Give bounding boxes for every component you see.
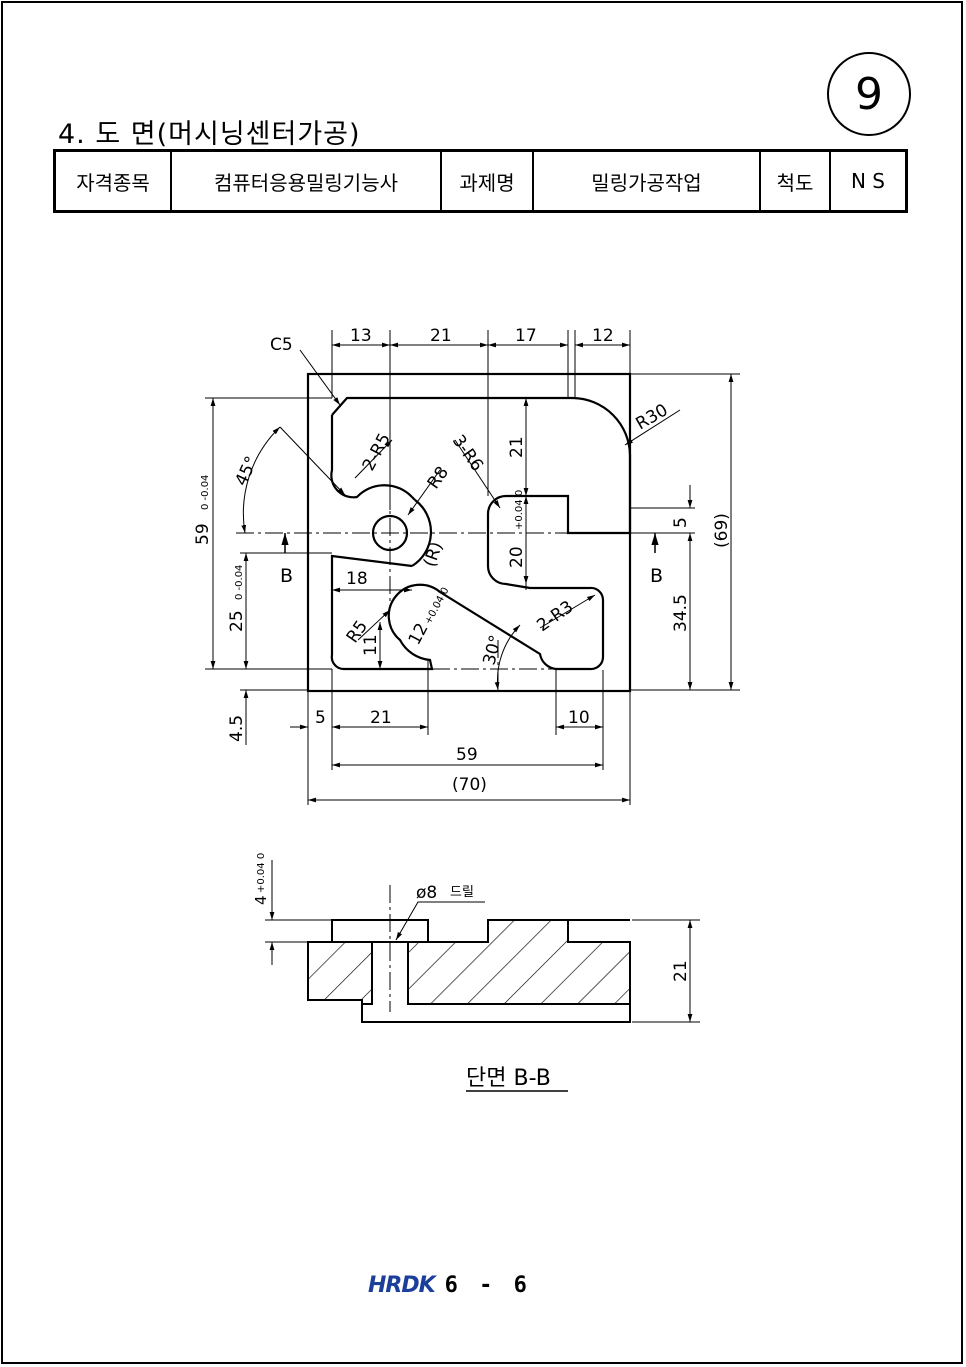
radius-3r6: 3-R6 [448,431,487,475]
upper-pocket-profile [331,396,632,535]
dimension-lines [210,342,734,803]
dim-top-2: 21 [430,326,452,346]
tol-20: +0.04 0 [514,490,525,530]
tolerance-labels: 0 -0.04 0 -0.04 +0.04 0 +0.04 0 [200,475,525,627]
scale-label: 척도 [759,149,831,213]
dim-5-bottom: 5 [315,708,326,728]
dim-59-bottom: 59 [456,745,478,765]
top-view-labels: C5 13 21 17 12 2-R5 R8 3-R6 R30 (R) R5 2… [193,326,732,795]
radius-2r3: 2-R3 [533,597,577,636]
chamfer-label: C5 [270,335,293,355]
lower-pocket-profile [330,533,605,671]
center-lines [236,460,655,690]
tol-25: 0 -0.04 [234,565,245,600]
dim-21-vertical: 21 [507,436,527,458]
dim-top-1: 13 [350,326,372,346]
angle-30: 30° [480,633,507,667]
problem-number-badge: 9 [827,52,911,136]
section-depth-tol: +0.04 0 [256,853,267,893]
qualification-value: 컴퓨터응용밀링기능사 [170,149,442,213]
dim-18: 18 [346,569,368,589]
footer: HRDK 6 - 6 [368,1270,531,1300]
dim-top-3: 17 [515,326,537,346]
radius-r30: R30 [633,400,672,434]
page-number: 6 - 6 [444,1272,531,1298]
dim-11: 11 [361,634,381,656]
drill-leader [395,901,485,941]
section-labels: ø8 드릴 21 4 +0.04 0 단면 B-B [252,853,691,1092]
dim-top-4: 12 [592,326,614,346]
section-view [265,860,700,1023]
angle-45-arc [241,426,281,534]
hrdk-logo: HRDK [368,1272,436,1298]
scale-value: N S [829,149,908,213]
dim-5-vertical: 5 [671,517,691,528]
leader-lines [243,349,693,745]
extension-lines [205,330,740,805]
tol-59: 0 -0.04 [200,475,211,510]
section-caption: 단면 B-B [466,1066,551,1091]
section-left-part [307,941,373,1005]
section-height-21: 21 [671,960,691,982]
drill-text: 드릴 [450,885,474,900]
dim-20-tol-base: 20 [507,546,527,568]
problem-number: 9 [855,68,883,120]
dim-34-5: 34.5 [671,594,691,632]
r8-boss-arc [411,499,433,567]
angle-30-arc [494,624,521,691]
page-heading: 4. 도 면(머시닝센터가공) [58,119,361,150]
dim-25-tol-base: 25 [227,610,247,632]
section-pocket-left [331,919,429,943]
task-value: 밀링가공작업 [532,149,761,213]
task-label: 과제명 [440,149,534,213]
tol-12: +0.04 0 [423,586,452,627]
section-base [361,1004,631,1023]
dim-59-tol-base: 59 [193,523,213,545]
drill-diameter: ø8 [416,883,437,903]
section-right-part [407,919,631,1005]
radius-r8: R8 [424,463,453,493]
section-cut-marks [281,533,659,553]
qualification-label: 자격종목 [53,149,172,213]
section-depth-4: 4 [252,895,270,905]
info-table: 자격종목 컴퓨터응용밀링기능사 과제명 밀링가공작업 척도 N S [53,149,908,213]
dim-4-5: 4.5 [227,715,247,742]
dim-70-overall: (70) [452,775,487,795]
dim-21-bottom: 21 [370,708,392,728]
top-view [205,330,740,805]
dim-10-bottom: 10 [568,708,590,728]
dim-69-overall: (69) [712,513,732,548]
section-mark-left: B [280,565,293,587]
angle-45: 45° [231,453,262,489]
radius-r: (R) [420,539,447,569]
section-mark-right: B [650,565,663,587]
